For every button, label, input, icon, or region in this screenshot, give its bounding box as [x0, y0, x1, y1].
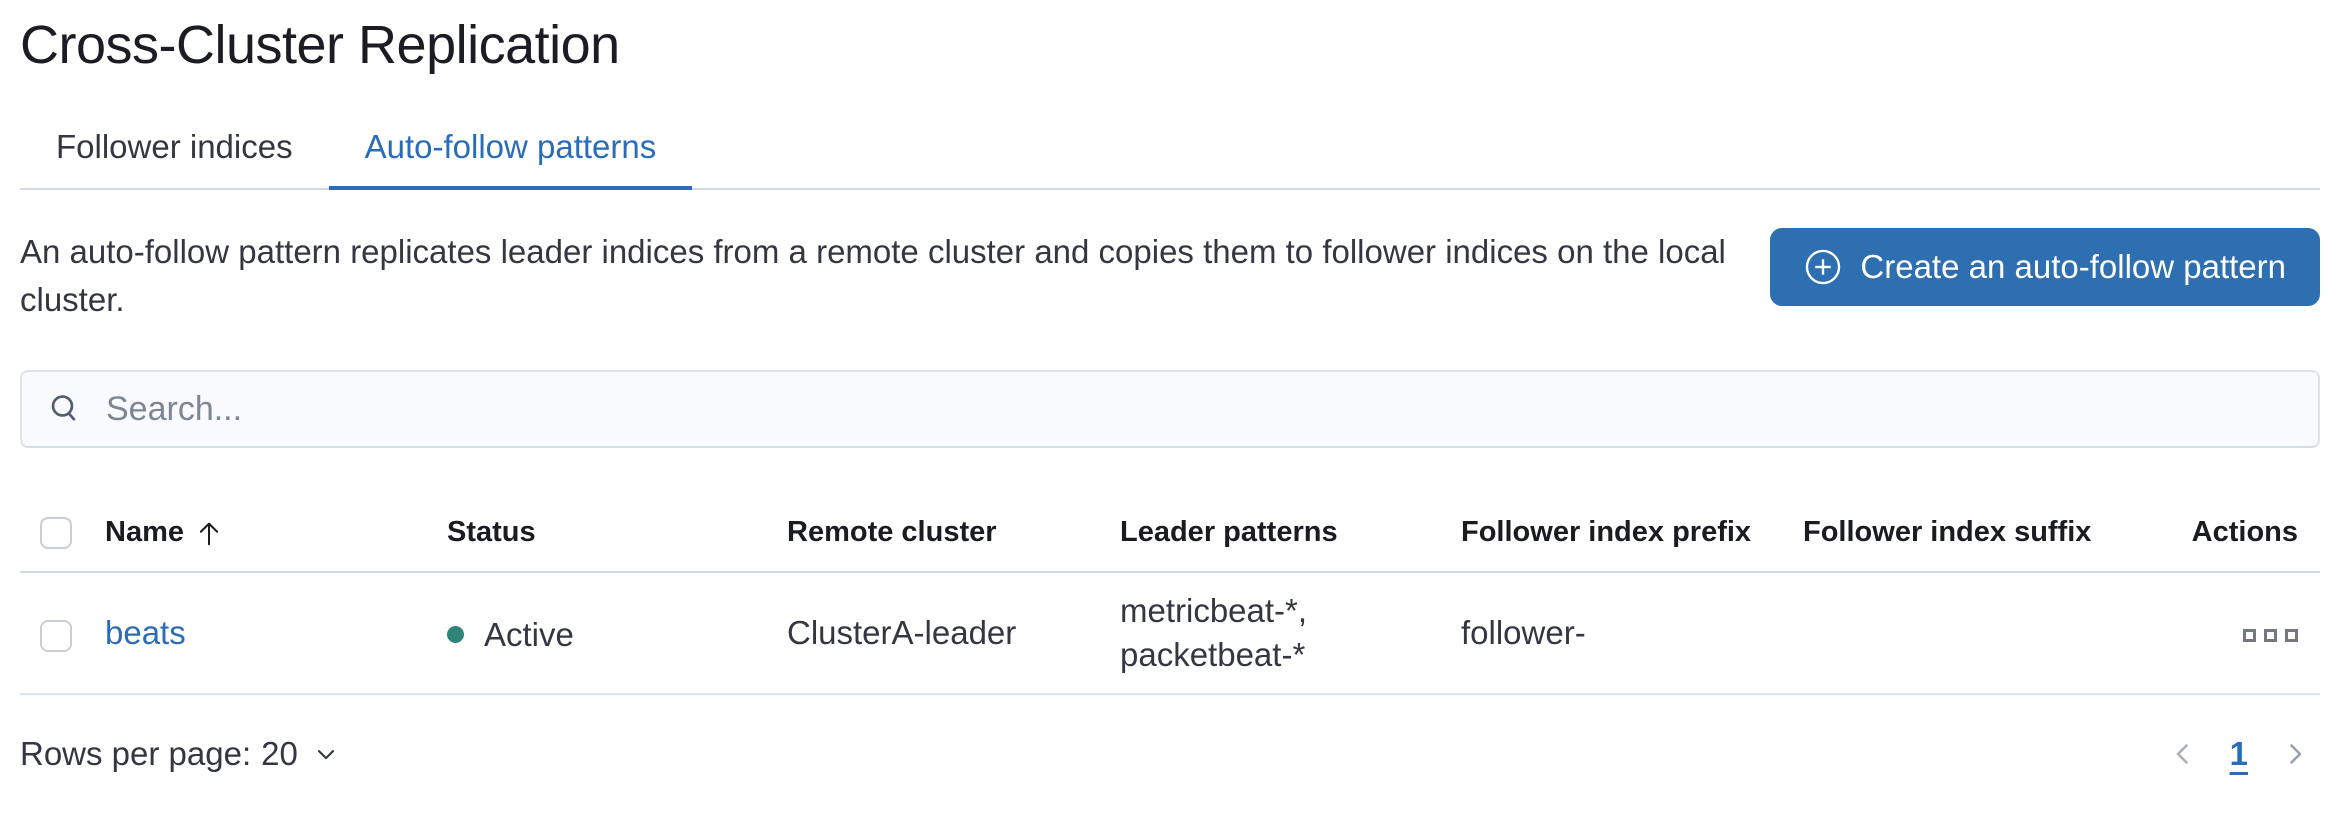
column-header-actions: Actions — [2160, 494, 2320, 574]
chevron-left-icon[interactable] — [2166, 737, 2200, 771]
chevron-right-icon[interactable] — [2278, 737, 2312, 771]
column-header-status: Status — [427, 494, 767, 574]
description-row: An auto-follow pattern replicates leader… — [20, 228, 2320, 324]
search-icon — [51, 395, 76, 421]
rows-per-page-value: 20 — [261, 735, 298, 773]
table-row-beats: beats Active ClusterA-leader metricbeat-… — [20, 572, 2320, 696]
follower-index-suffix-cell — [1783, 572, 2160, 696]
plus-in-circle-icon — [1806, 249, 1841, 285]
rows-per-page-button[interactable]: Rows per page: 20 — [20, 735, 340, 773]
search-bar — [20, 370, 2320, 448]
column-header-name[interactable]: Name — [105, 516, 224, 549]
table-footer: Rows per page: 20 1 — [20, 735, 2320, 773]
page-description: An auto-follow pattern replicates leader… — [20, 233, 1726, 318]
sort-ascending-icon — [199, 522, 219, 545]
status-text: Active — [484, 615, 574, 653]
rows-per-page-label: Rows per page: — [20, 735, 252, 773]
cross-cluster-replication-page: Cross-Cluster Replication Follower indic… — [0, 14, 2336, 773]
row-checkbox[interactable] — [40, 619, 72, 652]
create-button-label: Create an auto-follow pattern — [1860, 248, 2286, 285]
column-header-leader-patterns: Leader patterns — [1100, 494, 1441, 574]
pattern-name-link[interactable]: beats — [105, 614, 186, 652]
tab-auto-follow-patterns[interactable]: Auto-follow patterns — [328, 114, 693, 190]
column-header-follower-index-suffix: Follower index suffix — [1783, 494, 2160, 574]
leader-pattern-line: metricbeat-*, — [1120, 592, 1308, 630]
select-all-checkbox[interactable] — [40, 517, 72, 550]
search-input[interactable] — [106, 389, 2306, 429]
follower-index-prefix-cell: follower- — [1441, 572, 1783, 696]
column-header-follower-index-prefix: Follower index prefix — [1441, 494, 1783, 574]
page-number-1[interactable]: 1 — [2229, 735, 2248, 773]
tab-bar: Follower indices Auto-follow patterns — [20, 114, 2320, 190]
remote-cluster-cell: ClusterA-leader — [767, 572, 1100, 696]
create-auto-follow-pattern-button[interactable]: Create an auto-follow pattern — [1770, 228, 2320, 306]
leader-pattern-line: packetbeat-* — [1120, 636, 1306, 674]
status-dot-icon — [447, 626, 464, 644]
auto-follow-patterns-table: Name Status Remote cluster Leader patter… — [20, 494, 2320, 696]
column-header-name-label: Name — [105, 516, 184, 549]
pagination: 1 — [2166, 735, 2320, 773]
leader-patterns-cell: metricbeat-*, packetbeat-* — [1100, 572, 1441, 696]
status-badge: Active — [447, 613, 574, 657]
all-actions-icon[interactable] — [2243, 629, 2298, 643]
chevron-down-icon — [317, 750, 334, 760]
column-header-remote-cluster: Remote cluster — [767, 494, 1100, 574]
tab-follower-indices[interactable]: Follower indices — [56, 128, 293, 165]
page-title: Cross-Cluster Replication — [20, 15, 620, 75]
table-header-row: Name Status Remote cluster Leader patter… — [20, 494, 2320, 574]
